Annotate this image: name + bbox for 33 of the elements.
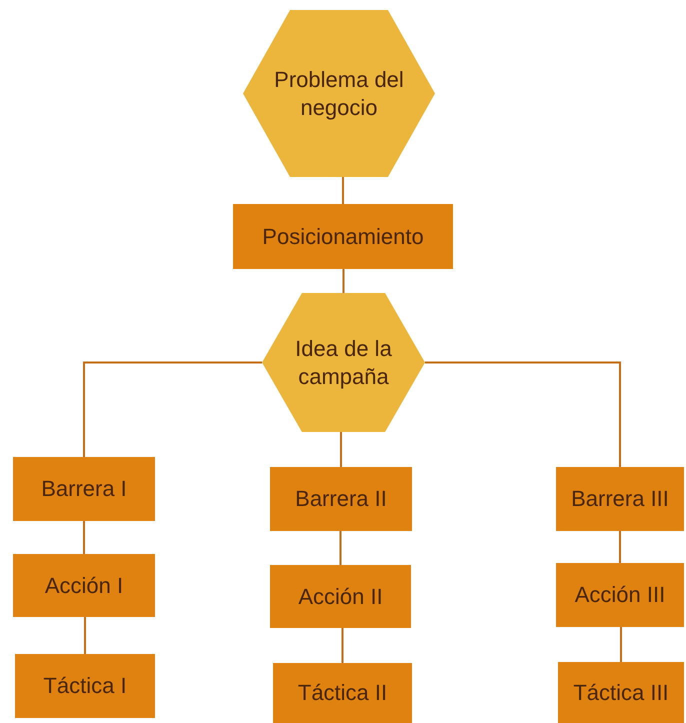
process-box xyxy=(13,554,155,617)
connector-line xyxy=(340,432,342,467)
process-box xyxy=(13,457,155,521)
node-label: Idea de la campaña xyxy=(294,335,393,390)
process-box xyxy=(556,467,684,531)
connector-line xyxy=(342,269,344,293)
node-label: Acción II xyxy=(298,582,383,610)
connector-line xyxy=(340,531,342,565)
connector-line xyxy=(342,628,344,663)
node-label: Táctica III xyxy=(573,678,669,706)
node-label: Táctica II xyxy=(298,679,388,707)
node-label: Posicionamiento xyxy=(262,222,424,250)
connector-line xyxy=(620,627,622,662)
node-label: Acción I xyxy=(44,572,124,600)
connector-line xyxy=(84,617,86,654)
process-box xyxy=(233,204,453,269)
node-label: Acción III xyxy=(574,581,666,609)
connector-line xyxy=(342,177,344,204)
node-label: Barrera III xyxy=(571,485,669,513)
node-label: Problema del negocio xyxy=(274,66,404,121)
process-box xyxy=(270,565,411,628)
process-box xyxy=(558,662,684,723)
process-box xyxy=(556,563,684,627)
connector-line xyxy=(619,531,621,563)
node-label: Táctica I xyxy=(43,672,127,700)
node-label: Barrera I xyxy=(41,475,127,503)
node-label: Barrera II xyxy=(295,485,387,513)
connector-line xyxy=(425,362,621,467)
connector-line xyxy=(83,362,262,457)
process-box xyxy=(270,467,412,531)
connector-line xyxy=(83,521,85,554)
process-box xyxy=(15,654,155,718)
process-box xyxy=(273,663,412,723)
